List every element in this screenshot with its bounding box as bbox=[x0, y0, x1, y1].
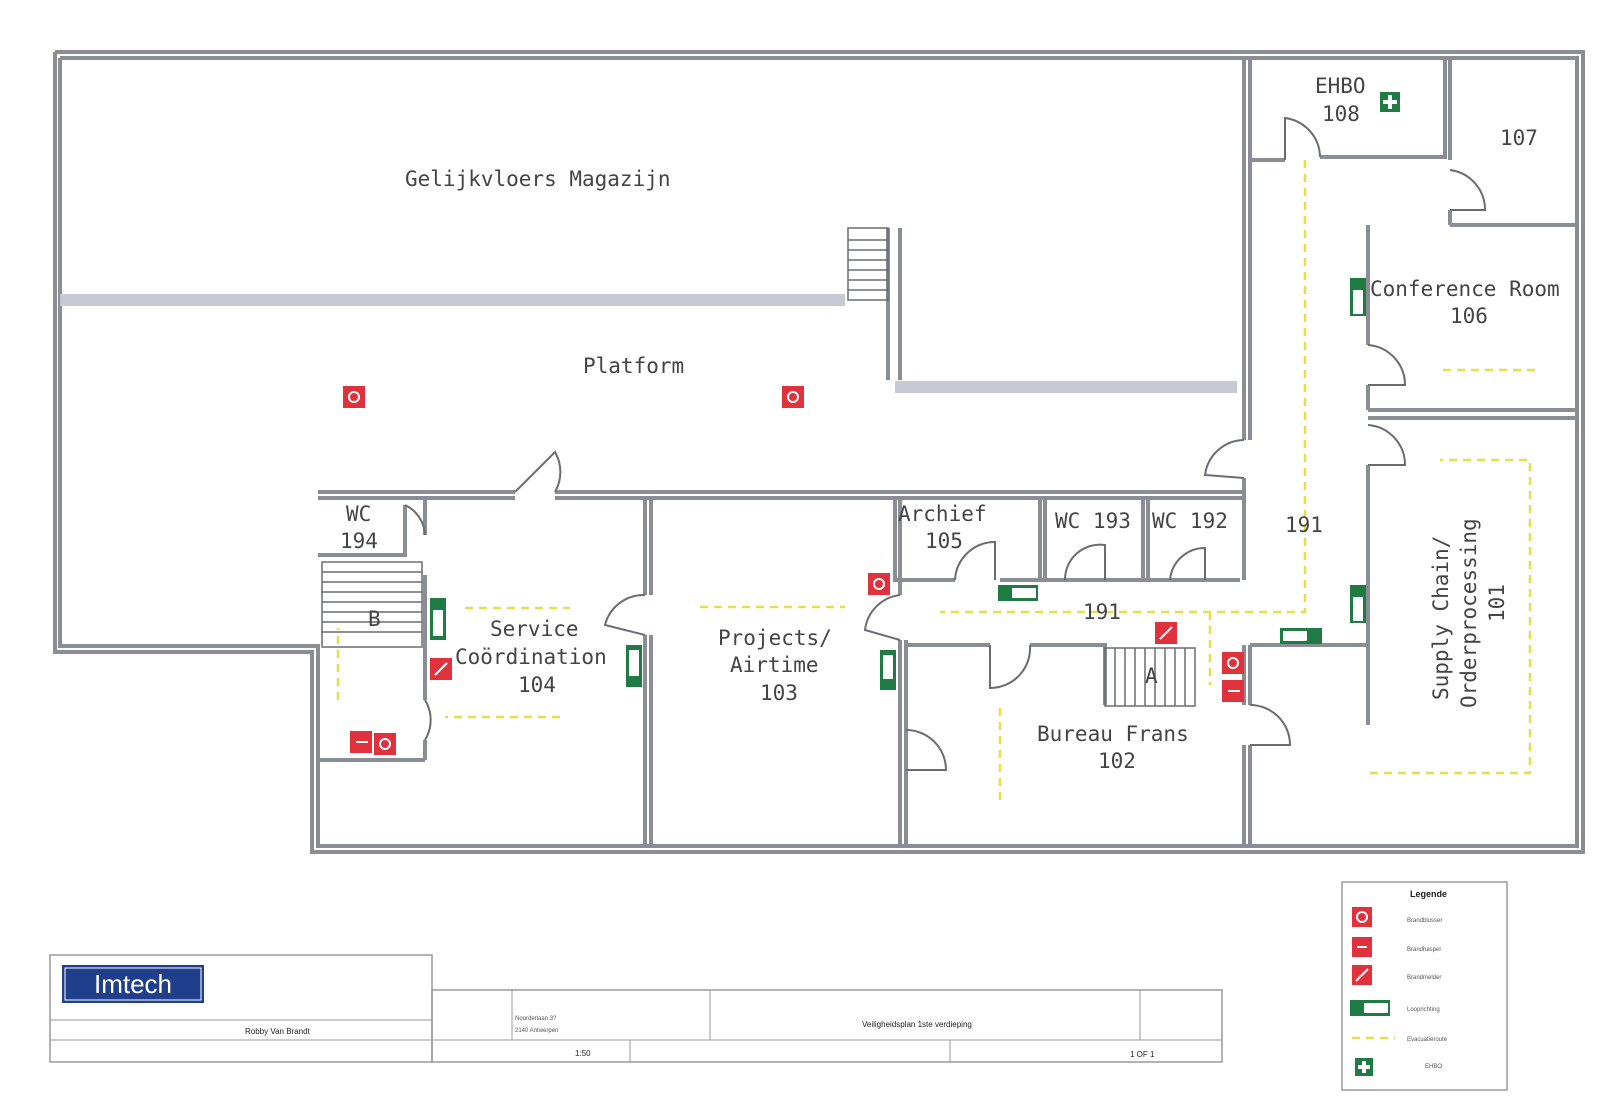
room-service-number: 104 bbox=[518, 673, 556, 697]
room-supply-number: 101 bbox=[1485, 584, 1509, 622]
svg-text:Evacuatieroute: Evacuatieroute bbox=[1407, 1037, 1448, 1043]
corridor-191-b: 191 bbox=[1083, 600, 1121, 624]
safety-symbols bbox=[343, 386, 1244, 755]
exit-sign-icon bbox=[880, 650, 896, 690]
room-ehbo-number: 108 bbox=[1322, 102, 1360, 126]
scale: 1:50 bbox=[575, 1049, 591, 1058]
exit-sign-icon bbox=[1350, 585, 1366, 623]
fire-alarm-icon bbox=[430, 658, 452, 680]
exit-sign-icon bbox=[430, 598, 446, 640]
fire-extinguisher-icon bbox=[1222, 652, 1244, 674]
legend: Legende Brandblusser Brandhaspel Brandme… bbox=[1341, 881, 1508, 1091]
room-labels: Gelijkvloers Magazijn Platform EHBO 108 … bbox=[340, 74, 1560, 773]
room-ehbo: EHBO bbox=[1315, 74, 1366, 98]
logo-text: Imtech bbox=[94, 969, 172, 999]
svg-text:Brandhaspel: Brandhaspel bbox=[1407, 947, 1441, 953]
svg-text:Brandblusser: Brandblusser bbox=[1407, 918, 1442, 924]
room-archief-number: 105 bbox=[925, 529, 963, 553]
evacuation-routes bbox=[336, 160, 1535, 800]
corridor-191-a: 191 bbox=[1285, 513, 1323, 537]
exit-sign-icon bbox=[1280, 628, 1322, 644]
stair-a-label: A bbox=[1145, 664, 1158, 688]
address-line-1: Noorderlaan 3? bbox=[515, 1016, 557, 1022]
plan-title: Veiligheidsplan 1ste verdieping bbox=[862, 1020, 972, 1029]
room-supply: Supply Chain/ bbox=[1429, 536, 1453, 700]
fire-extinguisher-icon bbox=[374, 733, 396, 755]
fire-hose-icon bbox=[1222, 680, 1244, 702]
room-bureau: Bureau Frans bbox=[1037, 722, 1189, 746]
legend-item: Brandhaspel bbox=[1352, 937, 1441, 957]
stairs bbox=[322, 227, 1196, 707]
room-conference-number: 106 bbox=[1450, 304, 1488, 328]
title-block: Imtech Robby Van Brandt Noorderlaan 3? 2… bbox=[49, 954, 1223, 1063]
drawn-by: Robby Van Brandt bbox=[245, 1027, 311, 1036]
legend-item: Evacuatieroute bbox=[1352, 1036, 1448, 1043]
stair-b-label: B bbox=[368, 607, 381, 631]
exit-sign-icon bbox=[626, 645, 642, 687]
room-wc193: WC 193 bbox=[1055, 509, 1131, 533]
fire-extinguisher-icon bbox=[868, 573, 890, 595]
legend-item: Brandblusser bbox=[1352, 907, 1442, 927]
room-107: 107 bbox=[1500, 126, 1538, 150]
svg-text:EHBO: EHBO bbox=[1425, 1064, 1442, 1070]
doors bbox=[404, 116, 1487, 771]
room-wc192: WC 192 bbox=[1152, 509, 1228, 533]
room-projects-2: Airtime bbox=[730, 653, 819, 677]
fire-hose-icon bbox=[350, 731, 372, 753]
svg-text:Looprichting: Looprichting bbox=[1407, 1007, 1440, 1013]
legend-item: Looprichting bbox=[1350, 1000, 1440, 1016]
fire-extinguisher-icon bbox=[782, 386, 804, 408]
svg-text:Brandmelder: Brandmelder bbox=[1407, 975, 1441, 981]
imtech-logo bbox=[62, 965, 204, 1003]
fire-extinguisher-icon bbox=[343, 386, 365, 408]
room-archief: Archief bbox=[898, 502, 987, 526]
room-wc194: WC bbox=[346, 502, 371, 526]
legend-item: EHBO bbox=[1355, 1058, 1442, 1076]
room-projects: Projects/ bbox=[718, 626, 832, 650]
room-bureau-number: 102 bbox=[1098, 749, 1136, 773]
exit-signs bbox=[430, 278, 1366, 690]
legend-item: Brandmelder bbox=[1352, 965, 1441, 985]
room-conference: Conference Room bbox=[1370, 277, 1560, 301]
exit-sign-icon bbox=[1350, 278, 1366, 316]
legend-title: Legende bbox=[1410, 889, 1447, 899]
room-service-2: Coördination bbox=[455, 645, 607, 669]
walls bbox=[53, 50, 1585, 854]
room-projects-number: 103 bbox=[760, 681, 798, 705]
address-line-2: 2140 Antwerpen bbox=[515, 1028, 558, 1034]
fire-alarm-icon bbox=[1155, 622, 1177, 644]
room-service: Service bbox=[490, 617, 579, 641]
exit-sign-icon bbox=[998, 585, 1038, 601]
room-supply-2: Orderprocessing bbox=[1457, 518, 1481, 708]
room-platform: Platform bbox=[583, 354, 684, 378]
sheet-number: 1 OF 1 bbox=[1130, 1050, 1155, 1059]
room-wc194-number: 194 bbox=[340, 529, 378, 553]
first-aid-icon bbox=[1380, 92, 1400, 112]
room-magazijn: Gelijkvloers Magazijn bbox=[405, 167, 671, 191]
